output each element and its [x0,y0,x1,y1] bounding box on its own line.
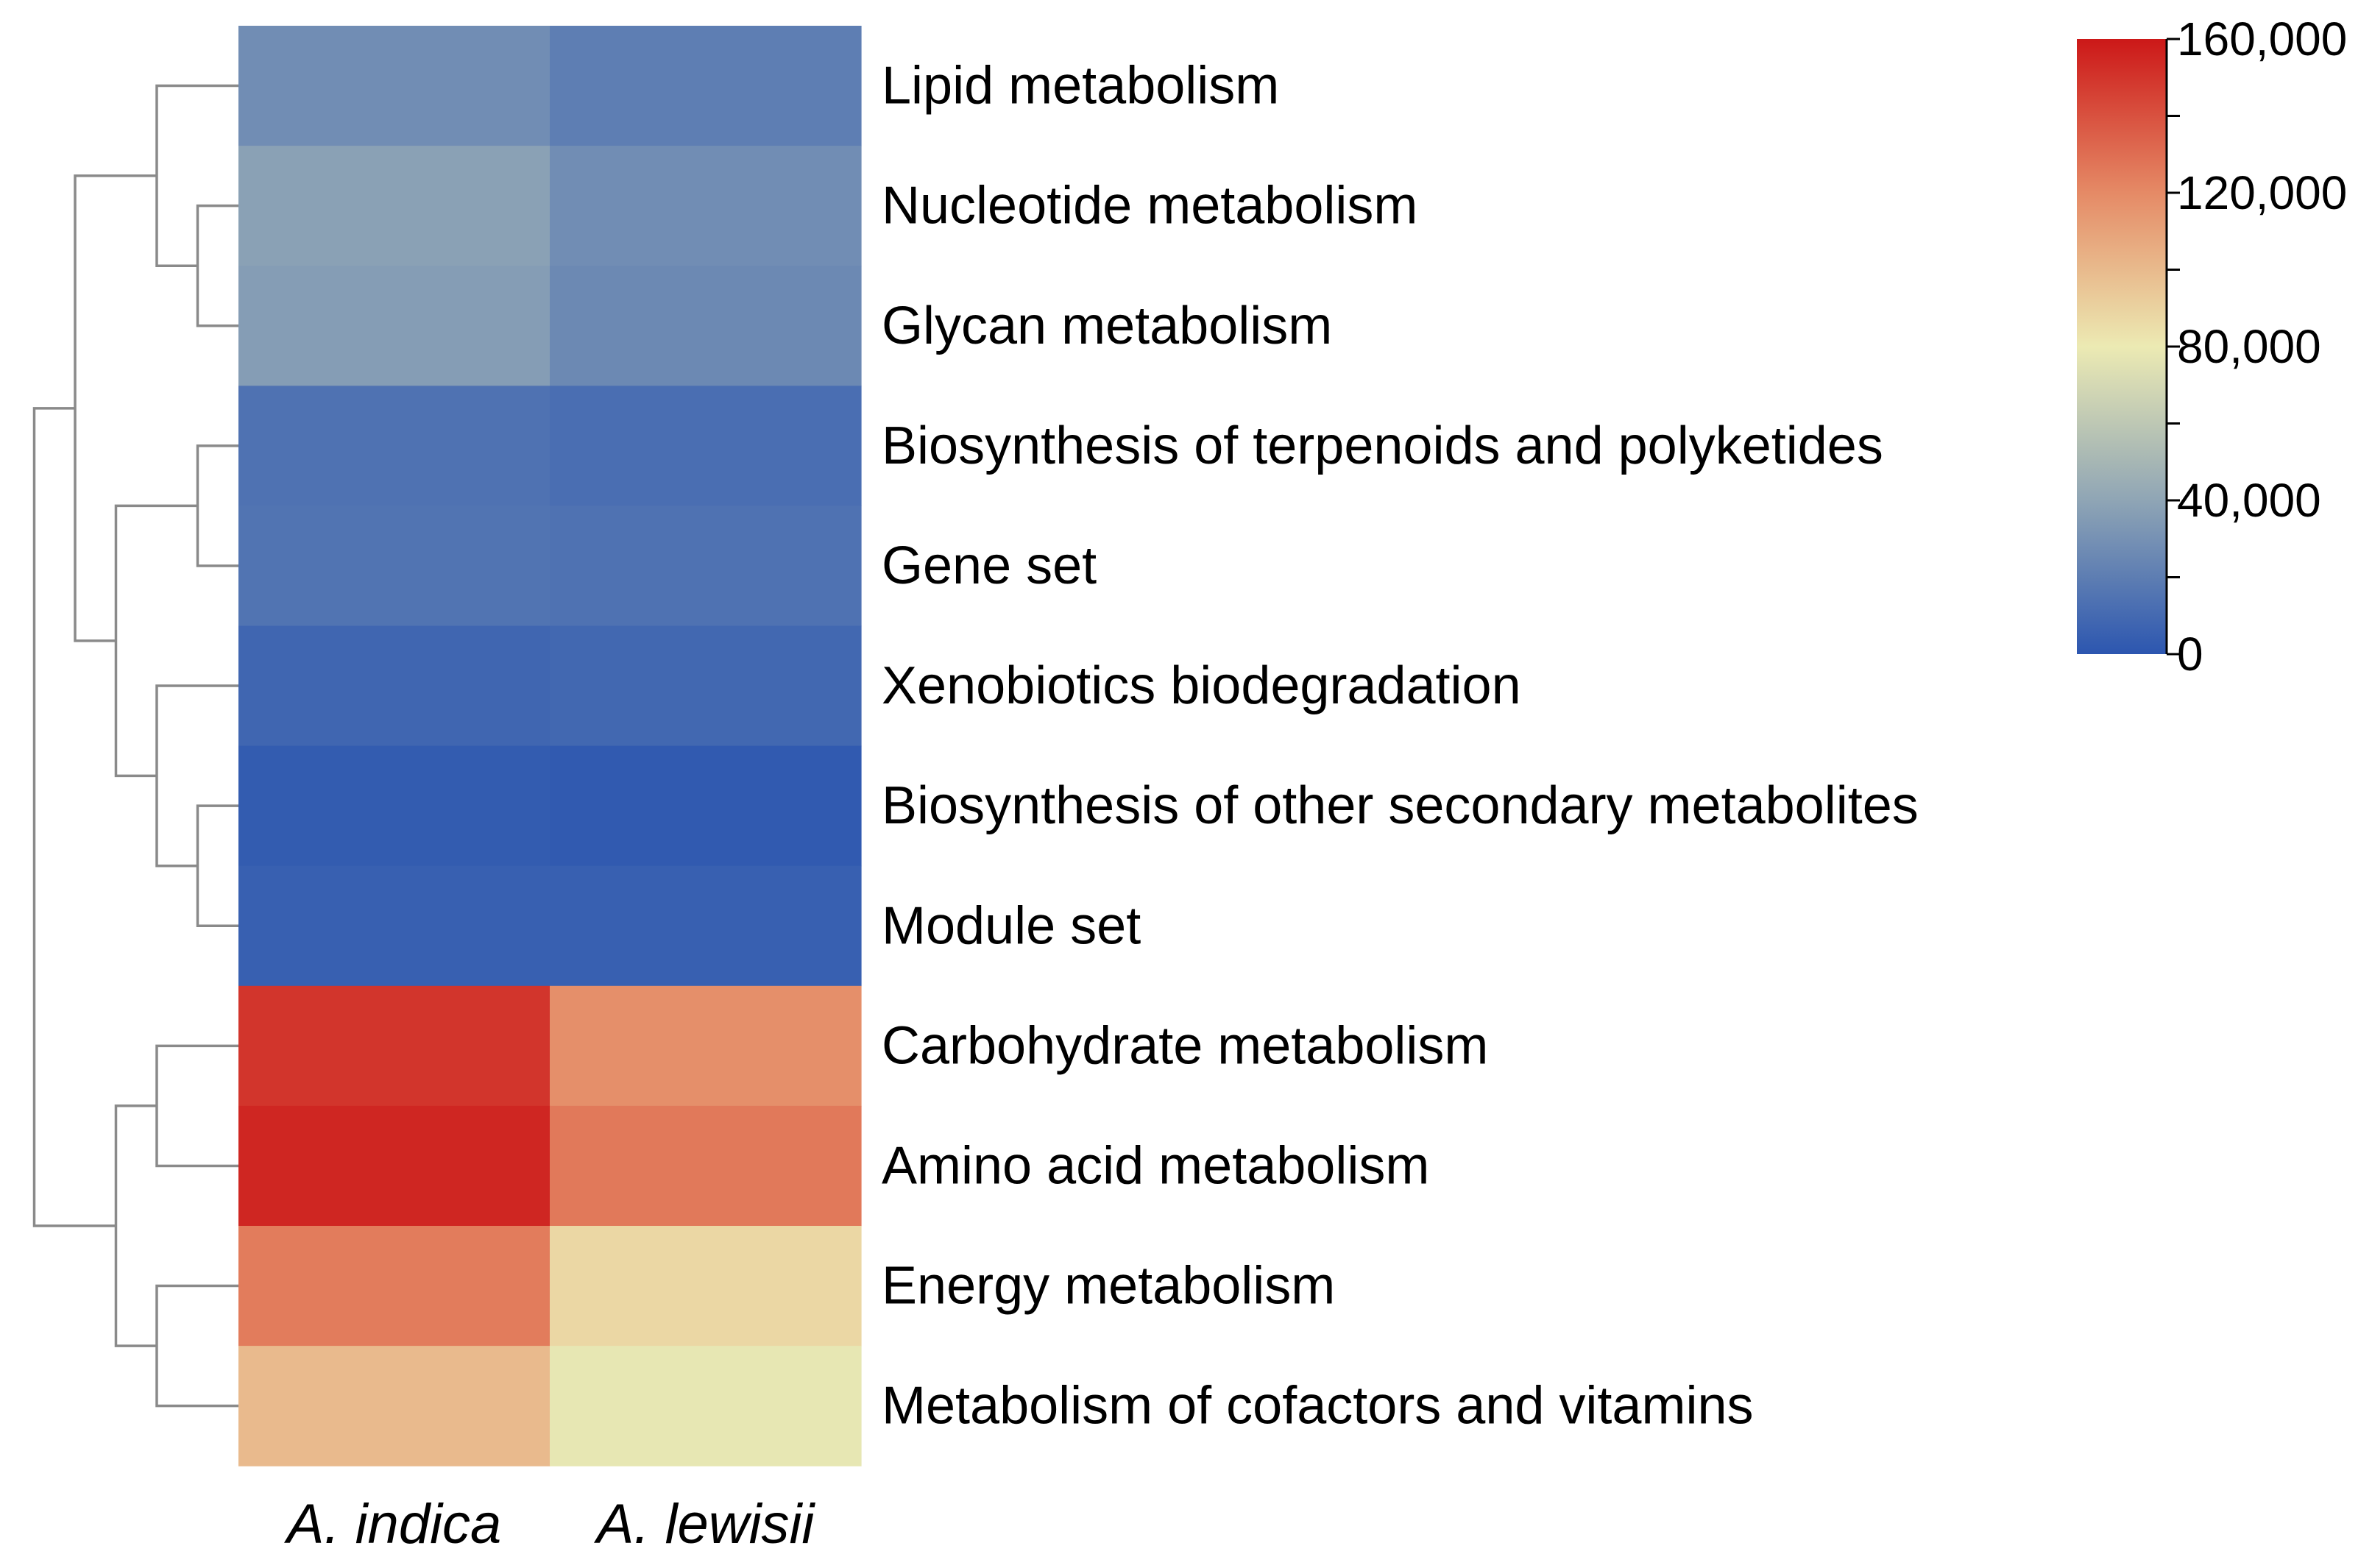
heatmap-cell [550,985,862,1107]
row-dendrogram [32,84,238,1408]
row-label: Gene set [882,536,1097,595]
dendrogram-branch [196,804,238,927]
heatmap-cell [550,1105,862,1227]
row-label: Glycan metabolism [882,297,1332,355]
heatmap-cell [238,1226,550,1347]
row-label: Module set [882,896,1141,955]
heatmap-cell [238,865,550,987]
column-label: A. indica [284,1493,502,1555]
column-label: A. lewisii [594,1493,816,1555]
heatmap-cell [238,1346,550,1466]
heatmap-cell [238,505,550,627]
row-label: Metabolism of cofactors and vitamins [882,1377,1753,1436]
dendrogram-branch [155,1284,238,1408]
dendrogram-branch [196,444,238,567]
row-label: Nucleotide metabolism [882,177,1417,235]
row-label: Lipid metabolism [882,57,1279,116]
heatmap-cell [550,1226,862,1347]
row-label: Carbohydrate metabolism [882,1016,1488,1075]
row-label: Biosynthesis of terpenoids and polyketid… [882,416,1883,475]
dendrogram-branch [155,1044,238,1168]
colorbar-tick-label: 40,000 [2177,474,2321,527]
heatmap-cell [238,745,550,867]
dendrogram-branch [114,1104,157,1347]
heatmap-cell [238,26,550,146]
heatmap-cell [238,985,550,1107]
heatmap-cell [238,386,550,506]
row-label: Energy metabolism [882,1257,1335,1316]
colorbar-tick-label: 120,000 [2177,166,2347,219]
heatmap-cell [550,505,862,627]
heatmap-cell [550,26,862,146]
colorbar-tick-label: 0 [2177,628,2203,681]
row-label: Biosynthesis of other secondary metaboli… [882,776,1919,835]
heatmap-cell [238,266,550,386]
colorbar-gradient [2077,39,2167,654]
heatmap-cell [550,625,862,747]
column-labels: A. indica A. lewisii [284,1493,816,1555]
colorbar-ticks: 0 40,000 80,000 120,000 160,000 [2165,13,2347,681]
heatmap-cell [550,386,862,506]
heatmap-cell [238,146,550,266]
heatmap-cell [550,266,862,386]
colorbar-tick-label: 80,000 [2177,320,2321,373]
heatmap-cell [550,865,862,987]
heatmap-cells [238,26,862,1466]
heatmap-cell [550,745,862,867]
dendrogram-branch [196,204,238,327]
colorbar: 0 40,000 80,000 120,000 160,000 [2077,13,2347,681]
row-label: Xenobiotics biodegradation [882,656,1521,715]
heatmap-cell [550,146,862,266]
heatmap-cell [550,1346,862,1466]
colorbar-tick-label: 160,000 [2177,13,2347,65]
heatmap-cell [238,625,550,747]
row-label: Amino acid metabolism [882,1136,1429,1195]
dendrogram-branch [32,407,116,1227]
heatmap-cell [238,1105,550,1227]
